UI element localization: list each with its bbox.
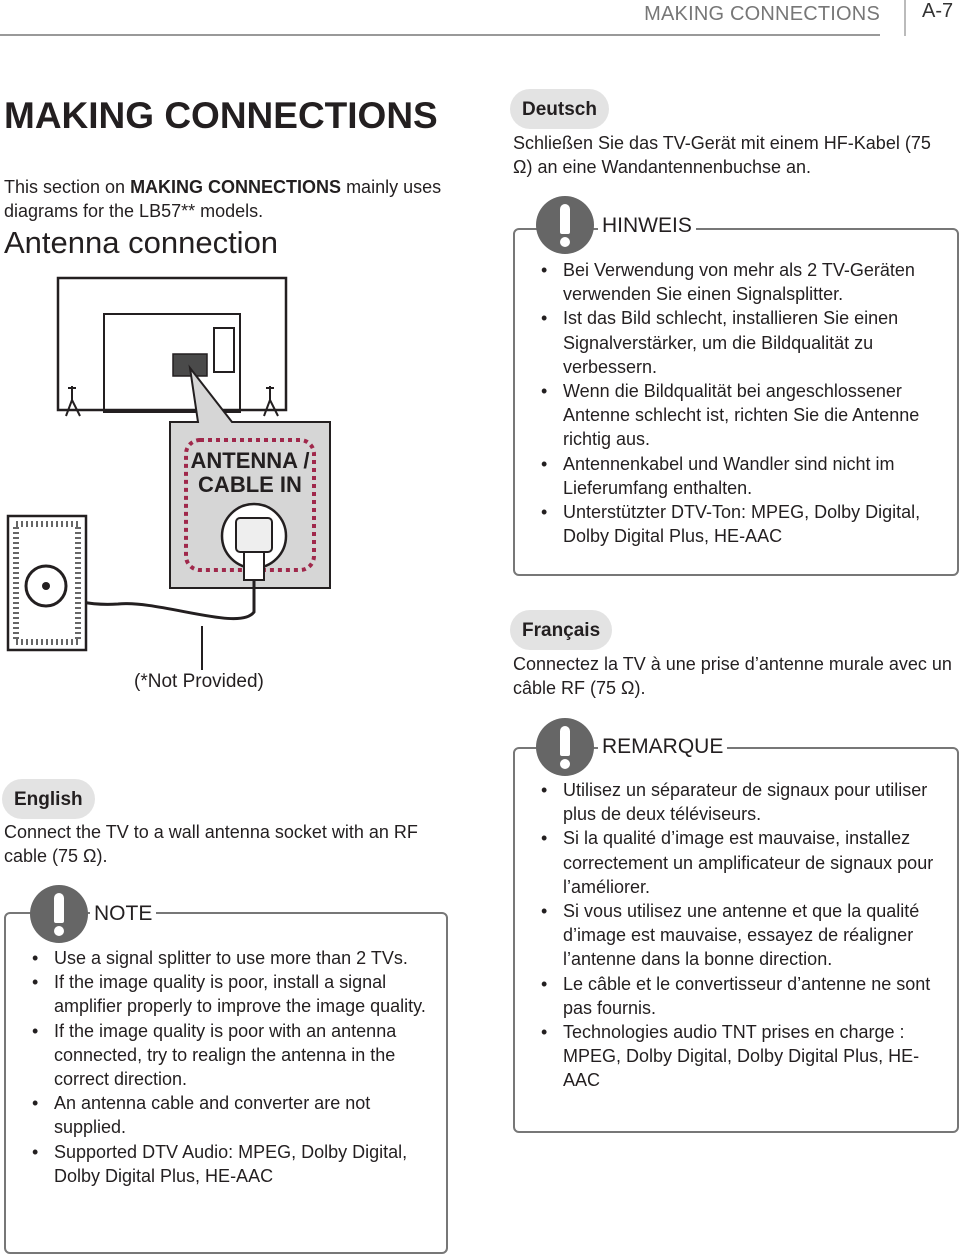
tab-english: English <box>2 779 95 819</box>
section-title: Antenna connection <box>4 225 279 260</box>
note-list-francais: •Utilisez un séparateur de signaux pour … <box>537 778 947 1093</box>
tv-panel <box>103 313 241 413</box>
warning-icon <box>536 718 594 776</box>
list-item: •Antennenkabel und Wandler sind nicht im… <box>541 453 895 498</box>
note-box-english <box>4 912 448 1254</box>
intro-suffix: mainly uses diagrams for the LB57** mode… <box>4 177 442 221</box>
list-item: •Si vous utilisez une antenne et que la … <box>541 901 920 970</box>
tv-vent <box>213 327 235 373</box>
note-title-francais: REMARQUE <box>598 735 728 759</box>
english-text: Connect the TV to a wall antenna socket … <box>4 822 418 866</box>
list-item: •Ist das Bild schlecht, installieren Sie… <box>541 308 899 377</box>
tv-back-outline <box>56 276 288 412</box>
list-item: •If the image quality is poor with an an… <box>32 1020 397 1090</box>
list-item: •Wenn die Bildqualität bei angeschlossen… <box>541 381 920 450</box>
port-label-line2: CABLE IN <box>198 472 302 497</box>
list-item: •An antenna cable and converter are not … <box>32 1093 371 1138</box>
diagram-illustration: ANTENNA / CABLE IN <box>6 276 331 670</box>
antenna-connection-diagram: ANTENNA / CABLE IN (*Not Provided) <box>0 270 490 700</box>
list-item: •Supported DTV Audio: MPEG, Dolby Digita… <box>32 1141 408 1186</box>
note-list-english: •Use a signal splitter to use more than … <box>28 946 438 1188</box>
list-item: •If the image quality is poor, install a… <box>32 972 426 1017</box>
note-box-deutsch <box>513 228 959 576</box>
tv-stand-left <box>65 386 81 417</box>
note-title-deutsch: HINWEIS <box>598 214 696 238</box>
list-item: •Le câble et le convertisseur d’antenne … <box>541 973 931 1018</box>
intro-prefix: This section on <box>4 177 131 197</box>
intro-bold: MAKING CONNECTIONS <box>130 177 342 197</box>
tab-deutsch: Deutsch <box>510 89 609 129</box>
connector-nut <box>235 517 273 553</box>
running-header: MAKING CONNECTIONS <box>644 3 880 25</box>
tab-francais: Français <box>510 610 613 650</box>
warning-icon <box>30 885 88 943</box>
intro-paragraph: This section on MAKING CONNECTIONS mainl… <box>4 175 474 223</box>
note-title-english: NOTE <box>90 902 157 926</box>
francais-text: Connectez la TV à une prise d’antenne mu… <box>513 654 952 698</box>
zoom-callout <box>169 364 331 589</box>
page-title: MAKING CONNECTIONS <box>4 95 438 136</box>
antenna-port <box>172 353 208 377</box>
deutsch-text: Schließen Sie das TV-Gerät mit einem HF-… <box>513 133 931 177</box>
list-item: •Si la qualité d’image est mauvaise, ins… <box>541 828 934 897</box>
list-item: •Bei Verwendung von mehr als 2 TV-Geräte… <box>541 260 915 305</box>
note-list-deutsch: •Bei Verwendung von mehr als 2 TV-Geräte… <box>537 258 947 548</box>
tv-stand-right <box>263 386 279 417</box>
list-item: •Use a signal splitter to use more than … <box>32 948 408 968</box>
header-divider <box>904 0 906 36</box>
port-label-line1: ANTENNA / <box>191 448 310 473</box>
connector-body <box>243 551 265 581</box>
header-rule <box>0 34 880 36</box>
warning-icon <box>536 196 594 254</box>
list-item: •Utilisez un séparateur de signaux pour … <box>541 780 928 825</box>
port-highlight <box>184 438 316 572</box>
wall-plate-texture <box>13 521 81 645</box>
list-item: •Technologies audio TNT prises en charge… <box>541 1022 920 1091</box>
wall-socket-pin <box>42 582 50 590</box>
list-item: •Unterstützter DTV-Ton: MPEG, Dolby Digi… <box>541 502 921 547</box>
note-box-francais <box>513 747 959 1133</box>
page-number: A-7 <box>922 0 954 22</box>
not-provided-label: (*Not Provided) <box>134 671 264 692</box>
